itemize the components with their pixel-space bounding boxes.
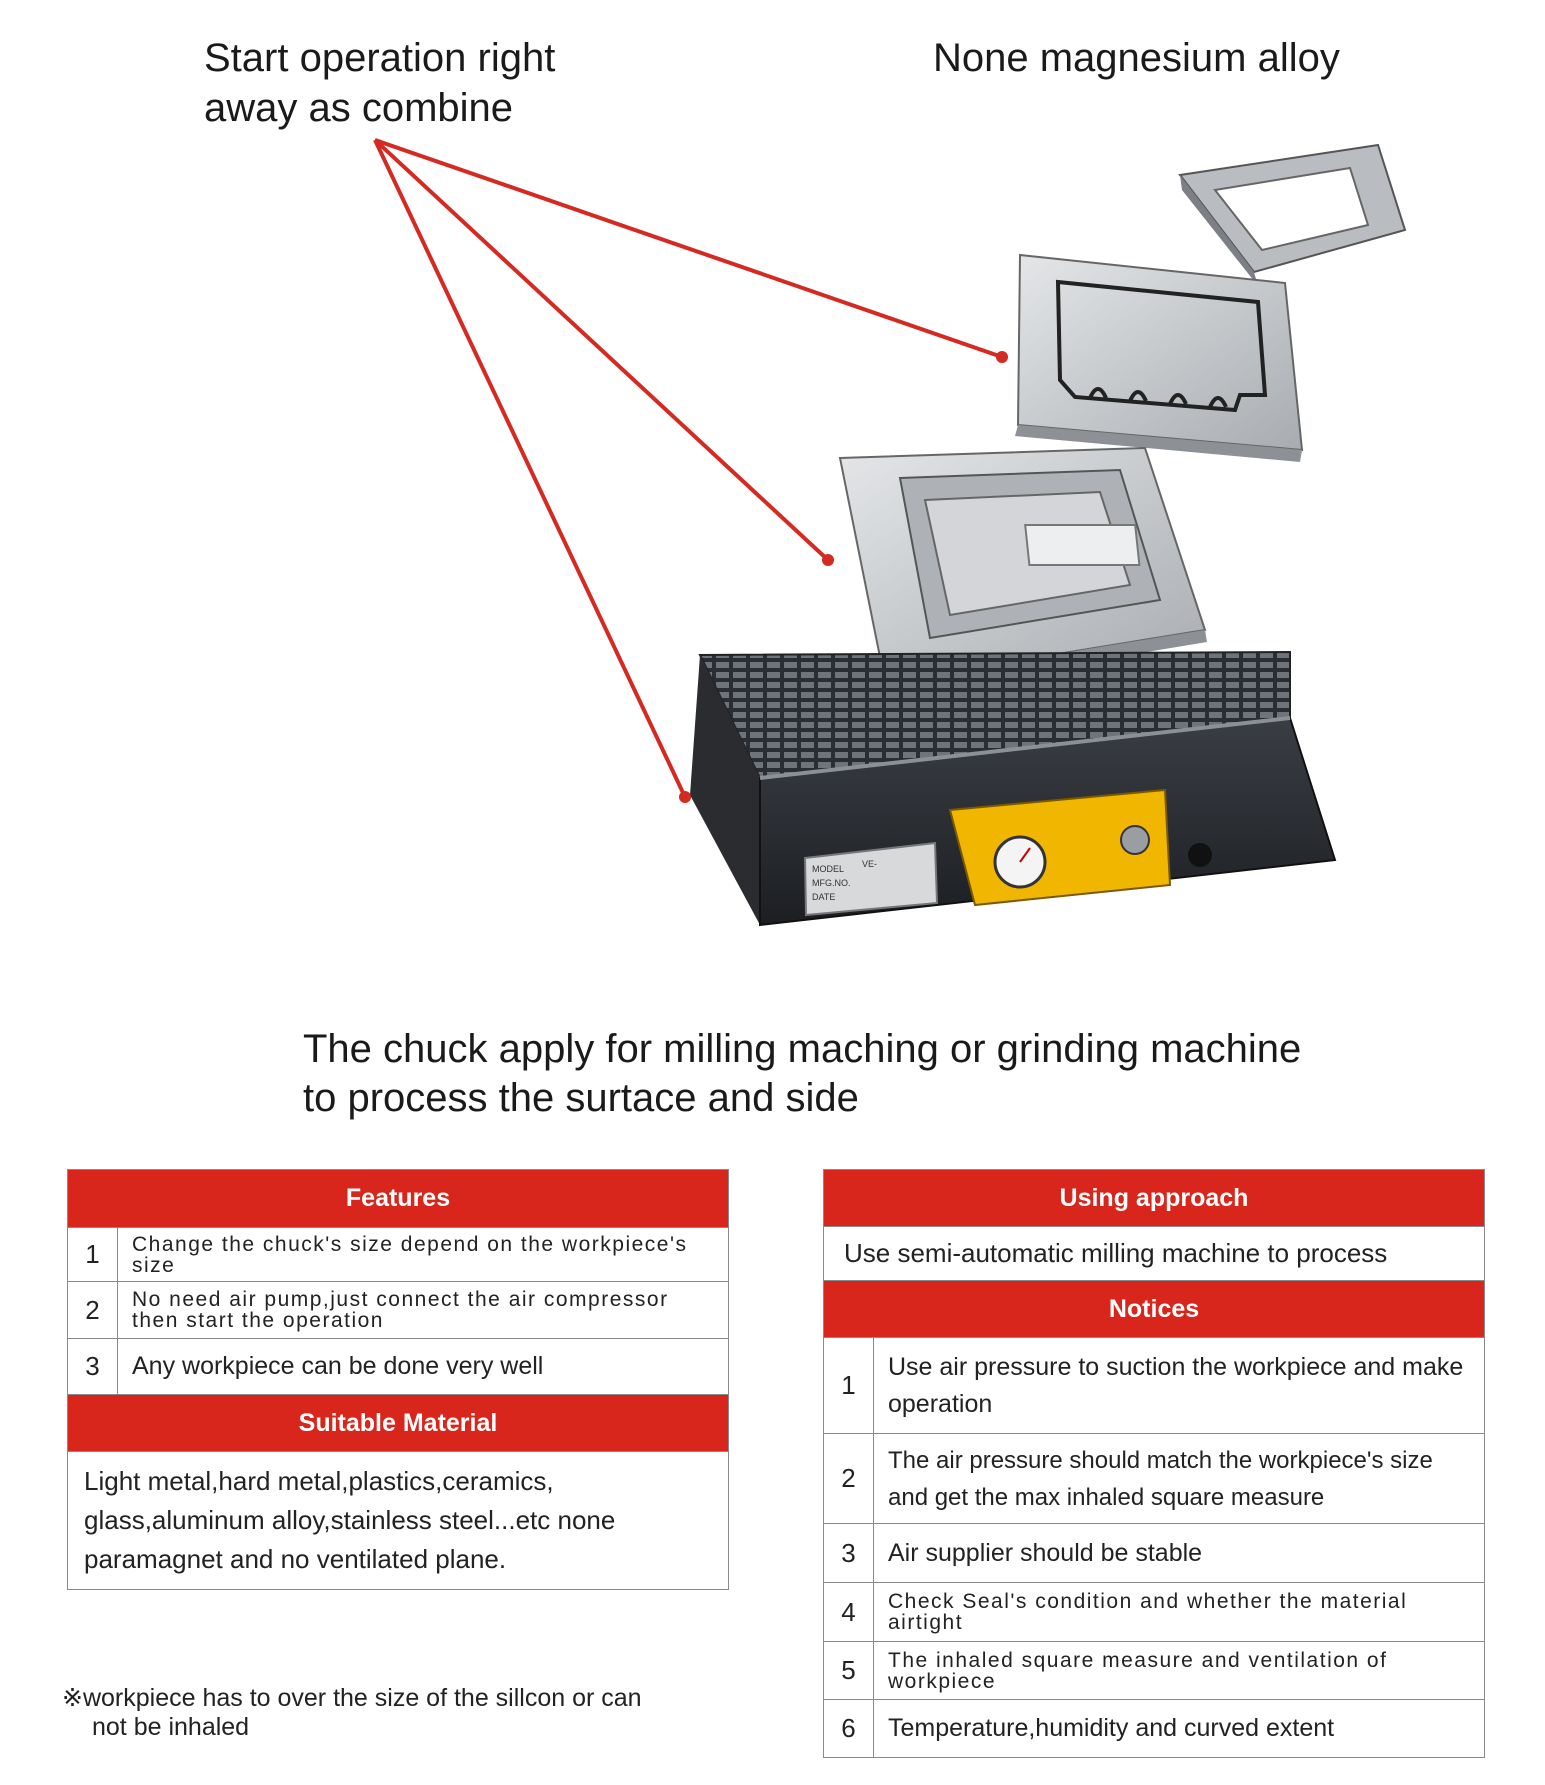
svg-text:MODEL: MODEL	[812, 864, 844, 874]
magnesium-part-top	[1178, 143, 1407, 286]
row-number: 1	[67, 1227, 118, 1282]
handle-knob-icon	[1188, 843, 1212, 867]
headline: The chuck apply for milling maching or g…	[303, 1027, 1302, 1120]
table-row: 5 The inhaled square measure and ventila…	[823, 1641, 1485, 1700]
callout-dot	[679, 791, 691, 803]
table-row: 2 The air pressure should match the work…	[823, 1433, 1485, 1524]
row-number: 5	[823, 1641, 874, 1700]
footnote: ※workpiece has to over the size of the s…	[62, 1684, 742, 1742]
feature-text: No need air pump,just connect the air co…	[117, 1281, 729, 1339]
table-row: 2 No need air pump,just connect the air …	[67, 1281, 729, 1339]
notice-text: Air supplier should be stable	[873, 1523, 1485, 1583]
row-number: 4	[823, 1582, 874, 1642]
row-number: 6	[823, 1699, 874, 1758]
features-table: Features 1 Change the chuck's size depen…	[67, 1169, 729, 1590]
svg-text:MFG.NO.: MFG.NO.	[812, 878, 851, 888]
vacuum-chuck-illustration: MODEL VE- MFG.NO. DATE	[373, 138, 1407, 927]
notice-text: Temperature,humidity and curved extent	[873, 1699, 1485, 1758]
callout-leader-lines	[373, 138, 1003, 798]
notice-text: The inhaled square measure and ventilati…	[873, 1641, 1485, 1700]
suitable-material-heading: Suitable Material	[67, 1394, 729, 1452]
using-approach-text: Use semi-automatic milling machine to pr…	[823, 1226, 1485, 1281]
table-row: 1 Change the chuck's size depend on the …	[67, 1227, 729, 1282]
table-row: 1 Use air pressure to suction the workpi…	[823, 1337, 1485, 1434]
row-number: 3	[823, 1523, 874, 1583]
table-row: 4 Check Seal's condition and whether the…	[823, 1582, 1485, 1642]
row-number: 2	[823, 1433, 874, 1524]
callout-dot	[822, 554, 834, 566]
callout-dot	[996, 351, 1008, 363]
table-row: 6 Temperature,humidity and curved extent	[823, 1699, 1485, 1758]
notices-heading: Notices	[823, 1280, 1485, 1338]
table-row: 3 Any workpiece can be done very well	[67, 1338, 729, 1395]
notice-text: Use air pressure to suction the workpiec…	[873, 1337, 1485, 1434]
notice-text: The air pressure should match the workpi…	[873, 1433, 1485, 1524]
callout-start-operation: Start operation right away as combine	[204, 36, 556, 130]
valve-knob-icon	[1120, 825, 1150, 855]
feature-text: Change the chuck's size depend on the wo…	[117, 1227, 729, 1282]
nameplate: MODEL VE- MFG.NO. DATE	[803, 841, 939, 917]
using-approach-heading: Using approach	[823, 1169, 1485, 1227]
row-number: 2	[67, 1281, 118, 1339]
svg-text:VE-: VE-	[862, 859, 877, 869]
callout-none-magnesium: None magnesium alloy	[933, 36, 1340, 80]
row-number: 1	[823, 1337, 874, 1434]
feature-text: Any workpiece can be done very well	[117, 1338, 729, 1395]
control-box	[948, 788, 1212, 907]
using-approach-table: Using approach Use semi-automatic millin…	[823, 1169, 1485, 1758]
adapter-plate-upper	[1015, 253, 1304, 462]
footnote-line-2: not be inhaled	[92, 1713, 250, 1741]
features-heading: Features	[67, 1169, 729, 1228]
table-row: 3 Air supplier should be stable	[823, 1523, 1485, 1583]
svg-text:DATE: DATE	[812, 892, 835, 902]
notice-text: Check Seal's condition and whether the m…	[873, 1582, 1485, 1642]
row-number: 3	[67, 1338, 118, 1395]
footnote-line-1: ※workpiece has to over the size of the s…	[62, 1684, 642, 1712]
suitable-material-text: Light metal,hard metal,plastics,ceramics…	[67, 1451, 729, 1590]
